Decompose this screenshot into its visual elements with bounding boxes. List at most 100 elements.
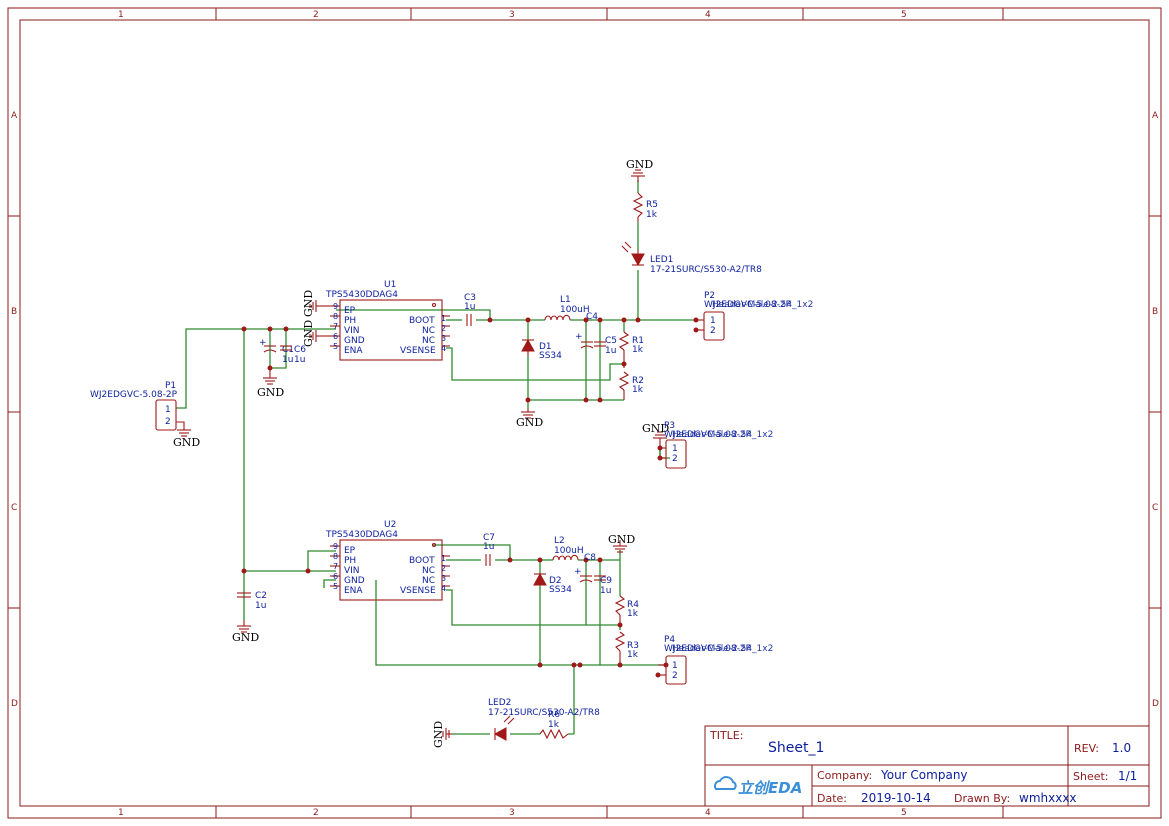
d2-diode[interactable]: D2 SS34 — [533, 572, 572, 595]
row-label: D — [11, 699, 18, 709]
u1-pin-num: 7 — [333, 322, 338, 331]
u1-pin-name: NC — [422, 326, 435, 336]
c6-value: 1u — [294, 355, 305, 365]
r6-resistor[interactable]: R6 1k — [539, 710, 569, 740]
c5-capacitor[interactable]: C5 1u — [594, 336, 617, 356]
r2-ref: R2 — [632, 376, 644, 386]
drawn-key: Drawn By: — [954, 792, 1010, 805]
rev-value: 1.0 — [1112, 741, 1131, 755]
l1-inductor[interactable]: L1 100uH — [544, 295, 590, 321]
r3-resistor[interactable]: R3 1k — [614, 631, 639, 665]
eda-logo: 立创EDA — [738, 779, 802, 797]
led2-value: 17-21SURC/S530-A2/TR8 — [488, 708, 600, 718]
u2-ref: U2 — [384, 520, 396, 530]
r5-resistor[interactable]: R5 1k — [632, 192, 658, 222]
c3-capacitor[interactable]: C3 1u — [464, 293, 476, 326]
p1-pin: 2 — [165, 417, 171, 427]
col-label: 5 — [901, 808, 907, 818]
u2-pin-num: 2 — [441, 564, 446, 573]
zone-labels: 1 2 3 4 5 1 2 3 4 5 A B C D A B C D — [11, 10, 1159, 818]
p3-connector[interactable]: 1 2 P3 WJ2EDGVC-5.08-2P Header-Male-2.54… — [660, 421, 773, 469]
u1-pin-name: EP — [344, 306, 356, 316]
c2-capacitor[interactable]: C2 1u — [237, 591, 267, 611]
sheet-key: Sheet: — [1073, 770, 1109, 783]
u2-pin-num: 9 — [333, 542, 338, 551]
plus-icon: + — [259, 338, 267, 348]
c8-ref: C8 — [584, 553, 596, 563]
led1-value: 17-21SURC/S530-A2/TR8 — [650, 265, 762, 275]
l2-inductor[interactable]: L2 100uH — [552, 536, 584, 561]
p4-pin: 2 — [672, 671, 678, 681]
p3-pin: 1 — [672, 444, 678, 454]
u2-pin-num: 8 — [333, 552, 338, 561]
ground-icon: GND — [626, 158, 653, 182]
u1-pin-num: 2 — [441, 324, 446, 333]
gnd-label: GND — [173, 436, 200, 449]
d1-ref: D1 — [539, 342, 552, 352]
u1-pin-name: ENA — [344, 346, 363, 356]
r5-ref: R5 — [646, 200, 658, 210]
d1-diode[interactable]: D1 SS34 — [521, 338, 562, 361]
l2-value: 100uH — [554, 546, 584, 556]
col-label: 2 — [313, 808, 319, 818]
gnd-label: GND — [257, 386, 284, 399]
col-label: 1 — [118, 10, 124, 20]
u1-pin-num: 9 — [333, 302, 338, 311]
led1-ref: LED1 — [650, 255, 673, 265]
p4-value: WJ2EDGVC-5.08-2P — [664, 644, 752, 654]
d2-value: SS34 — [549, 585, 572, 595]
u1-pin-name: VSENSE — [400, 346, 436, 356]
l2-ref: L2 — [554, 536, 565, 546]
row-label: A — [11, 111, 18, 121]
c7-capacitor[interactable]: C7 1u — [483, 533, 495, 566]
plus-icon: + — [574, 567, 582, 577]
u1-pin-num: 5 — [333, 342, 338, 351]
p3-ref: P3 — [664, 421, 675, 431]
u2-chip[interactable]: U2 TPS5430DDAG4 9 8 7 6 5 EP PH VIN GND … — [325, 520, 450, 601]
r4-resistor[interactable]: R4 1k — [614, 595, 639, 625]
col-label: 3 — [509, 10, 515, 20]
r3-ref: R3 — [627, 641, 639, 651]
gnd-label: GND — [516, 416, 543, 429]
gnd-label: GND — [302, 290, 315, 317]
col-label: 2 — [313, 10, 319, 20]
c9-capacitor[interactable]: C9 1u — [594, 575, 612, 596]
c6-ref: C6 — [294, 345, 306, 355]
capacitors: + C1 1u C6 1u C2 1u C3 1u + C4 — [237, 293, 617, 611]
p4-connector[interactable]: 1 2 P4 WJ2EDGVC-5.08-2P Header-Male-2.54… — [655, 635, 774, 685]
p2-ref: P2 — [704, 291, 715, 301]
p2-value: WJ2EDGVC-5.08-2P — [704, 300, 792, 310]
led1[interactable]: LED1 17-21SURC/S530-A2/TR8 — [621, 241, 762, 275]
p1-connector[interactable]: 1 2 P1 WJ2EDGVC-5.08-2P — [90, 381, 178, 431]
ground-icon: GND — [302, 290, 330, 317]
u2-pin-name: VSENSE — [400, 586, 436, 596]
sheet-value: 1/1 — [1118, 769, 1137, 783]
r2-resistor[interactable]: R2 1k — [618, 371, 644, 400]
c1-capacitor[interactable]: + C1 1u — [259, 338, 294, 365]
c9-value: 1u — [600, 586, 611, 596]
c8-capacitor[interactable]: + C8 — [574, 553, 596, 583]
col-label: 5 — [901, 10, 907, 20]
gnd-symbols: GND GND GND GND GND GND — [173, 158, 669, 748]
u1-pin-num: 4 — [441, 344, 446, 353]
ground-icon: GND — [232, 620, 259, 644]
leds: LED1 17-21SURC/S530-A2/TR8 LED2 17-21SUR… — [488, 241, 762, 741]
r5-value: 1k — [646, 210, 658, 220]
gnd-label: GND — [432, 721, 445, 748]
p2-connector[interactable]: 1 2 P2 WJ2EDGVC-5.08-2P Header-Male-2.54… — [693, 291, 814, 341]
c4-capacitor[interactable]: + C4 — [575, 312, 598, 349]
row-label: B — [11, 307, 17, 317]
u1-pin-name: VIN — [344, 326, 360, 336]
col-label: 4 — [705, 10, 711, 20]
r1-resistor[interactable]: R1 1k — [618, 331, 644, 355]
ground-icon: GND — [642, 422, 669, 448]
p2-pin: 1 — [710, 316, 716, 326]
r4-ref: R4 — [627, 600, 639, 610]
c6-capacitor[interactable]: C6 1u — [280, 345, 306, 365]
led2[interactable]: LED2 17-21SURC/S530-A2/TR8 — [488, 698, 600, 741]
ground-icon: GND — [608, 533, 635, 553]
u1-chip[interactable]: U1 TPS5430DDAG4 9 8 7 6 5 EP PH VIN GND … — [325, 280, 450, 361]
p3-pin: 2 — [672, 454, 678, 464]
u2-pin-name: ENA — [344, 586, 363, 596]
gnd-label: GND — [232, 631, 259, 644]
